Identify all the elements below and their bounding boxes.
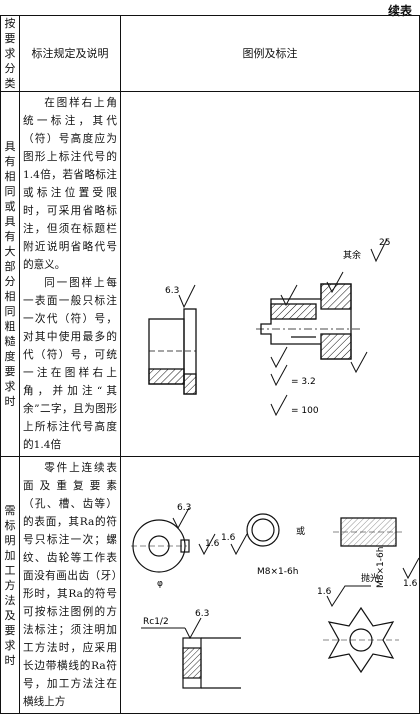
roughness-table: 按要求分类 标注规定及说明 图例及标注 具有相同或具有大部分相同粗糙度要求时 在… [0, 15, 420, 714]
thread-hole [246, 513, 280, 547]
row1-drawing: 6.3 其余 [148, 238, 390, 416]
phi-text: φ [157, 579, 163, 589]
thread2-text: M8×1-6h [376, 547, 386, 588]
v16a-text: 1.6 [205, 539, 220, 549]
gear-shape [323, 606, 399, 674]
row1-description: 在图样右上角统一标注，其代（符）号高度应为图形上标注代号的1.4倍，若省略标注或… [19, 91, 121, 457]
eq1-text: = 3.2 [291, 377, 316, 387]
rest-value: 25 [379, 238, 390, 248]
v16b-text: 1.6 [221, 533, 236, 543]
v16d-text: 1.6 [317, 587, 332, 597]
polish-text: 抛光 [361, 572, 379, 584]
polish-symbol [326, 585, 371, 608]
continued-label: 续表 [387, 4, 412, 18]
rc-label: Rc1/2 [143, 617, 169, 627]
table-row: 需标明加工方法及要求时 零件上连续表面及重复要素（孔、槽、齿等）的表面，其Ra的… [0, 456, 420, 714]
flange-symbols [270, 271, 368, 373]
rest-text: 其余 [343, 249, 361, 261]
header-req: 按要求分类 [0, 15, 20, 92]
row2-category: 需标明加工方法及要求时 [0, 456, 20, 714]
sleeve-part [148, 307, 197, 395]
flange-part [256, 282, 361, 360]
row2-description: 零件上连续表面及重复要素（孔、槽、齿等）的表面，其Ra的符号只标注一次；螺纹、齿… [19, 456, 121, 714]
row1-category: 具有相同或具有大部分相同粗糙度要求时 [0, 91, 20, 457]
row1-para1: 在图样右上角统一标注，其代（符）号高度应为图形上标注代号的1.4倍，若省略标注或… [23, 97, 117, 271]
row2-drawing: 6.3 1.6 φ 1.6 M8×1-6h 或 [131, 503, 419, 689]
or-text: 或 [296, 525, 305, 537]
eq2-text: = 100 [291, 406, 319, 416]
rest-symbol [370, 238, 388, 262]
roughness-symbol-left [178, 284, 196, 308]
v16c-text: 1.6 [403, 579, 418, 589]
header-figure: 图例及标注 [120, 15, 420, 92]
thread-symbol [230, 533, 248, 556]
row2-para1: 零件上连续表面及重复要素（孔、槽、齿等）的表面，其Ra的符号只标注一次；螺纹、齿… [23, 462, 117, 708]
row1-figure: 6.3 其余 [120, 91, 420, 457]
pipe-part [182, 637, 241, 689]
row2-figure: 6.3 1.6 φ 1.6 M8×1-6h 或 [120, 456, 420, 714]
left-value: 6.3 [165, 286, 179, 296]
v63-text: 6.3 [177, 503, 191, 513]
threaded-stud [333, 517, 403, 547]
table-row: 具有相同或具有大部分相同粗糙度要求时 在图样右上角统一标注，其代（符）号高度应为… [0, 91, 420, 457]
keyed-bore [131, 519, 190, 573]
header-row: 按要求分类 标注规定及说明 图例及标注 [0, 15, 420, 92]
row1-para2: 同一图样上每一表面一般只标注一次代（符）号，对其中使用最多的代（符）号，可统一注… [23, 277, 117, 451]
bore-symbols [172, 507, 216, 556]
stud-symbol [402, 557, 419, 580]
legend-symbol-1 [270, 364, 288, 386]
legend-symbol-2 [270, 394, 288, 416]
v63b-text: 6.3 [195, 609, 209, 619]
thread1-text: M8×1-6h [257, 567, 298, 577]
header-rule: 标注规定及说明 [19, 15, 121, 92]
